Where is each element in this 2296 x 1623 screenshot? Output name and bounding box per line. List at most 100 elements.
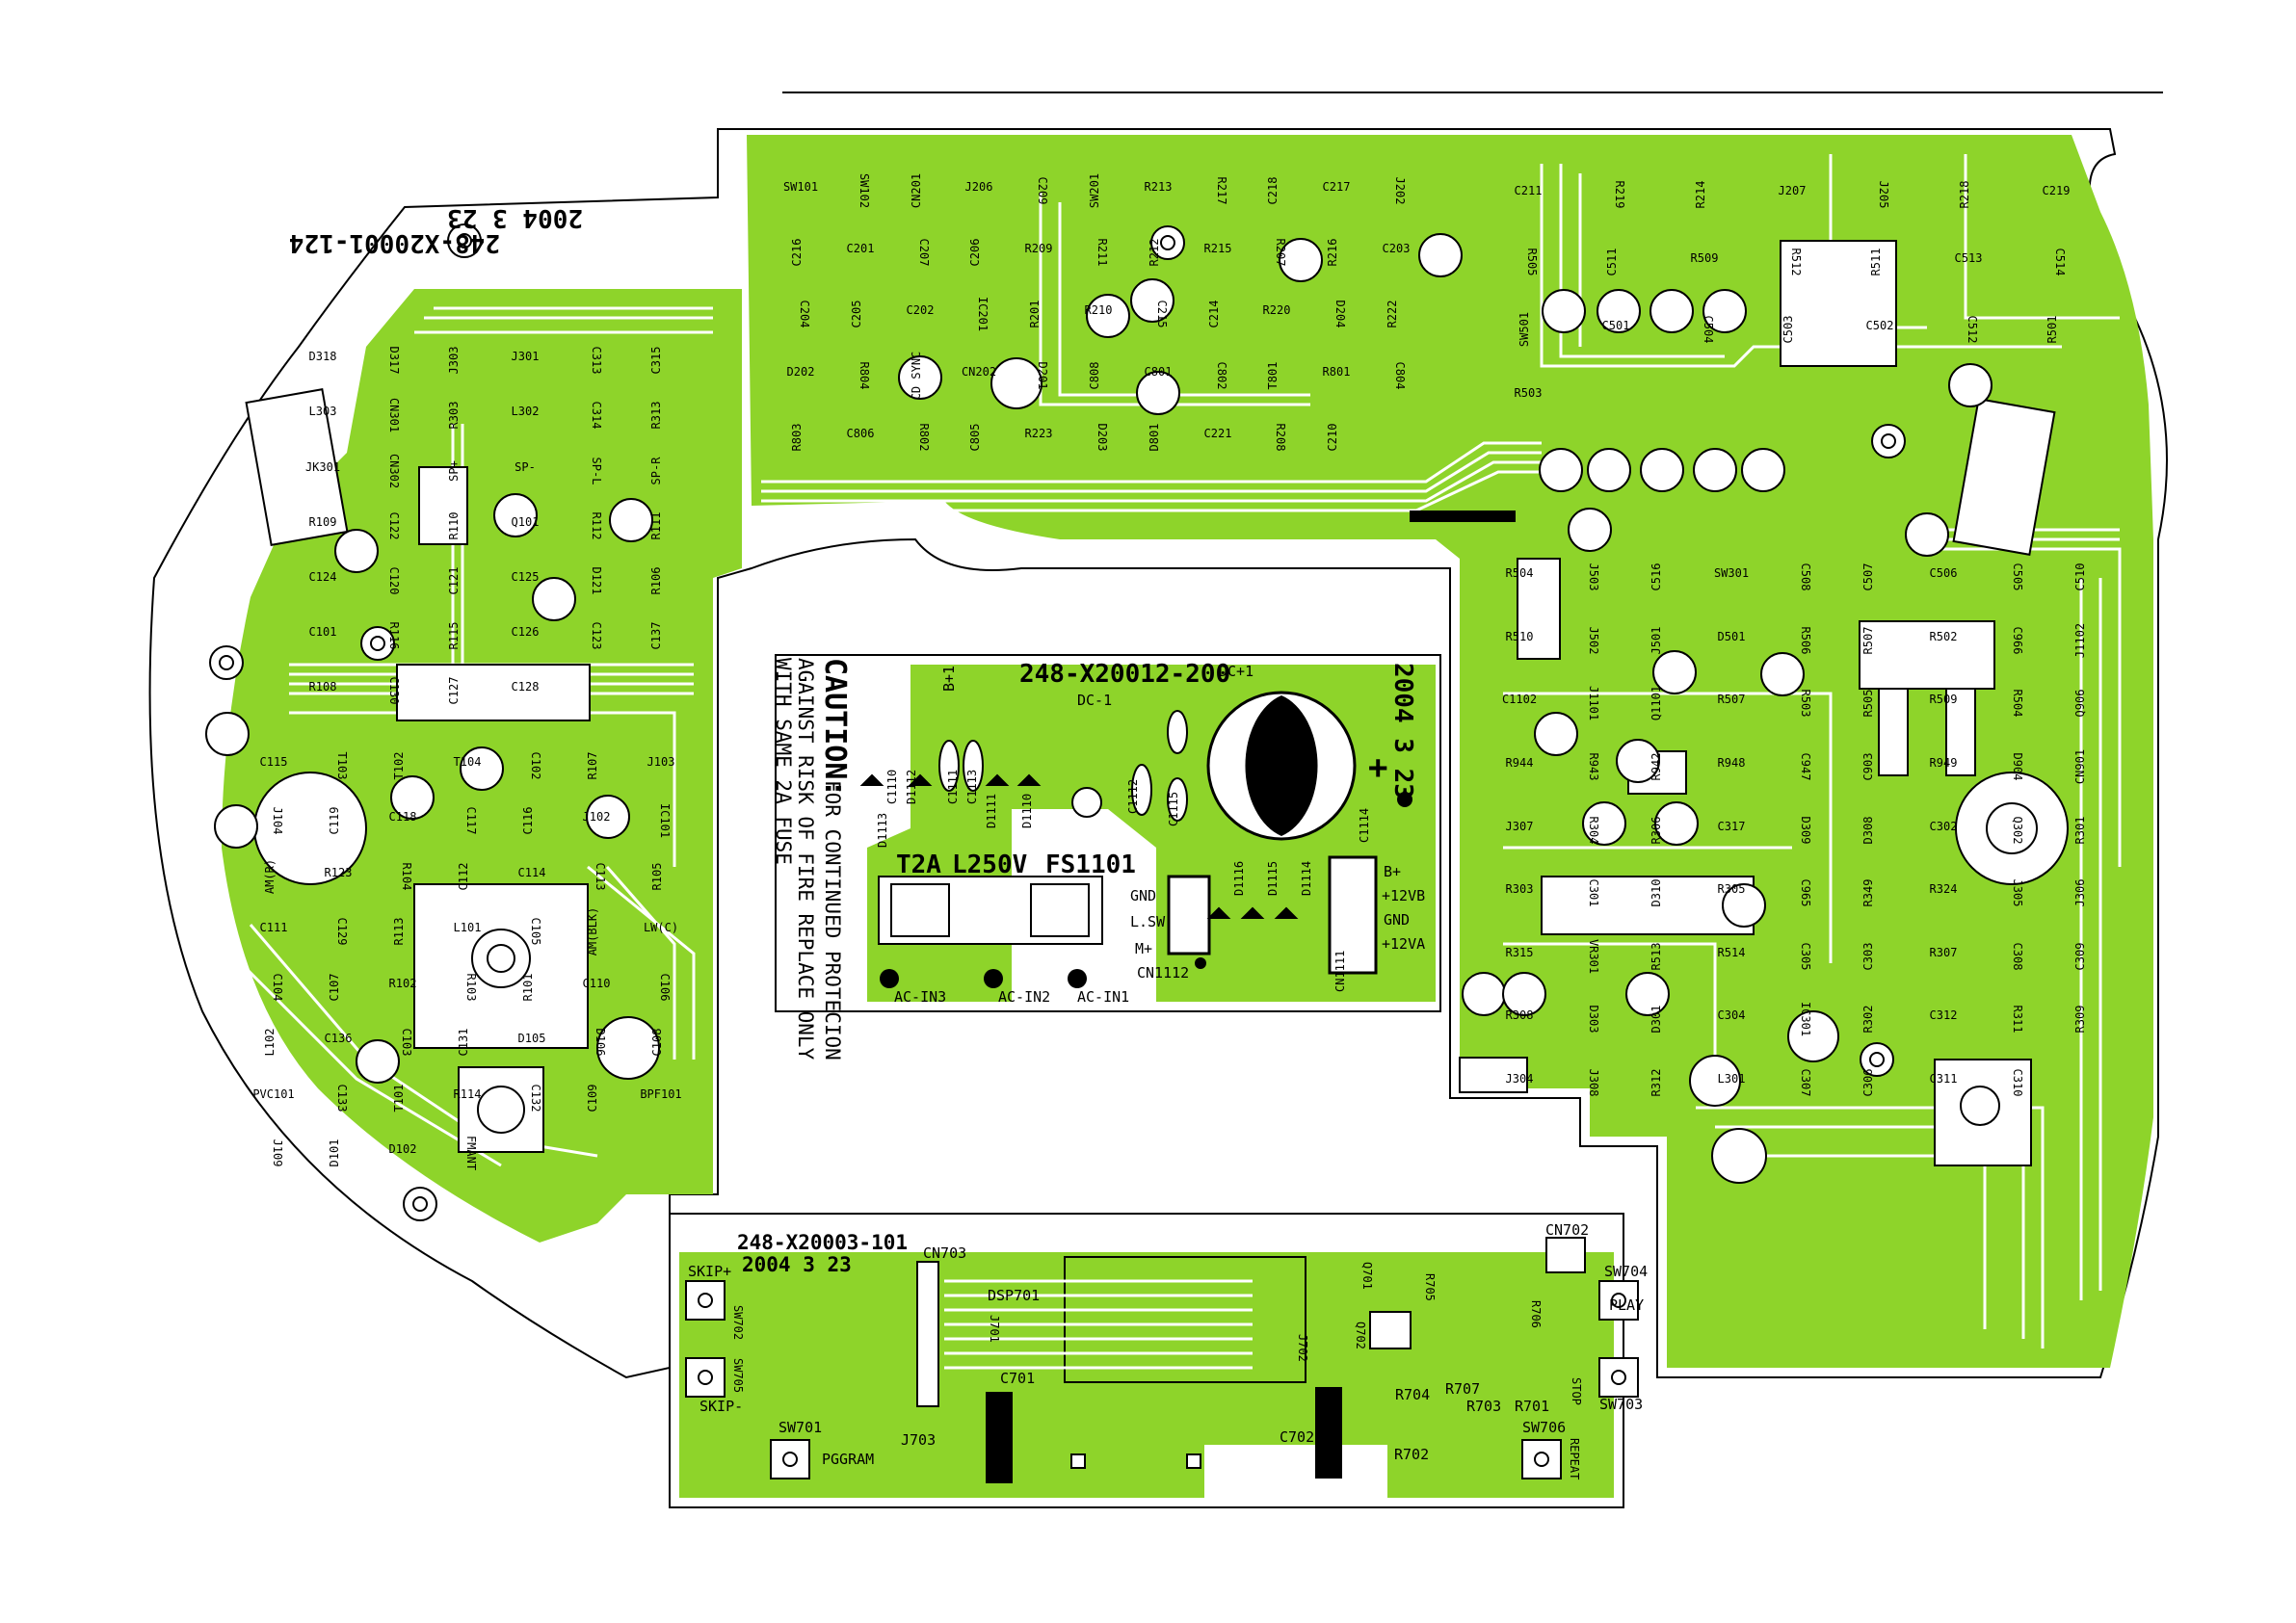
ref-label: J308 (1587, 1069, 1600, 1097)
ref-label: SP-L (590, 458, 603, 485)
ref-label: C306 (1861, 1069, 1875, 1097)
ref-label: C115 (260, 755, 288, 769)
ref-label: J103 (647, 755, 675, 769)
ref-label: R220 (1263, 303, 1291, 317)
ref-label: C309 (2073, 943, 2087, 971)
power-label-d1115: D1115 (1266, 861, 1280, 896)
ref-label: AM(R) (263, 859, 277, 894)
power-label-c1113: C1113 (965, 770, 979, 804)
power-label-cn1111: CN1111 (1333, 951, 1347, 992)
display-label-j701: J701 (988, 1315, 1001, 1343)
ref-label: D501 (1718, 630, 1746, 643)
ref-label: C106 (658, 974, 672, 1002)
ref-label: D301 (1649, 1006, 1663, 1034)
ref-label: T103 (335, 752, 349, 780)
ref-label: R208 (1274, 424, 1287, 452)
ref-label: AM(BLK) (586, 907, 599, 956)
fuse-rating-t2a: T2A (896, 851, 941, 879)
ref-label: R110 (447, 512, 461, 540)
power-plus-mark: + (1368, 748, 1387, 787)
ref-label: C804 (1393, 362, 1407, 390)
ref-label: J503 (1587, 563, 1600, 591)
display-label-pgram: PGGRAM (822, 1451, 874, 1468)
cap-c702 (1315, 1387, 1342, 1479)
power-label-c1115: C1115 (1167, 792, 1180, 826)
ref-label: D106 (594, 1029, 607, 1057)
connector-cn703 (916, 1261, 939, 1407)
connector-cn1111 (1328, 855, 1378, 975)
display-label-sw705: SW705 (731, 1358, 745, 1393)
ref-label: C205 (850, 301, 863, 328)
big-capacitor-fill (1245, 695, 1318, 836)
ref-label: J301 (512, 350, 540, 363)
ref-label: C308 (2011, 943, 2024, 971)
ref-label: C109 (586, 1085, 599, 1113)
ref-label: R115 (447, 622, 461, 650)
ref-label: CD SYNC (910, 352, 923, 401)
ref-label: SW101 (783, 180, 818, 194)
ref-label: C124 (309, 570, 337, 584)
ref-label: T102 (392, 752, 406, 780)
ref-label: R217 (1215, 177, 1228, 205)
ref-label: C121 (447, 567, 461, 595)
ref-label: C108 (650, 1029, 664, 1057)
ref-label: FMANT (464, 1136, 478, 1170)
ref-label: R109 (309, 515, 337, 529)
ref-label: D801 (1148, 424, 1161, 452)
fuse-fs1101 (878, 876, 1103, 945)
ref-label: R510 (1506, 630, 1534, 643)
ref-label: VR301 (1587, 939, 1600, 974)
ref-label: SP- (515, 460, 536, 474)
ref-label: R112 (590, 512, 603, 540)
ref-label: J502 (1587, 627, 1600, 655)
ref-label: C214 (1207, 301, 1221, 328)
ref-label: R504 (2011, 690, 2024, 718)
ref-label: C507 (1861, 563, 1875, 591)
power-label-c1114: C1114 (1358, 808, 1371, 843)
ref-label: R505 (1861, 690, 1875, 718)
ref-label: C510 (2073, 563, 2087, 591)
ref-label: C112 (457, 863, 470, 891)
ref-label: C123 (590, 622, 603, 650)
ref-label: C312 (1930, 1008, 1958, 1022)
ref-label: D317 (387, 347, 401, 375)
ref-label: R948 (1718, 756, 1746, 770)
ref-label: J205 (1877, 181, 1890, 209)
power-label-12va: +12VA (1382, 935, 1425, 953)
display-label-r704: R704 (1395, 1386, 1430, 1403)
ref-label: R101 (521, 974, 535, 1002)
ref-label: C136 (325, 1032, 353, 1045)
ref-label: C120 (387, 567, 401, 595)
ref-label: R506 (1799, 627, 1812, 655)
ref-label: R201 (1028, 301, 1042, 328)
power-hole (1071, 787, 1102, 818)
cap-c701 (986, 1392, 1013, 1483)
display-label-r701: R701 (1515, 1398, 1549, 1415)
ref-label: C203 (1383, 242, 1411, 255)
ref-label: J1102 (2073, 623, 2087, 658)
display-label-j702: J702 (1296, 1334, 1309, 1362)
ref-label: L301 (1718, 1072, 1746, 1086)
ref-label: C111 (260, 921, 288, 934)
main-board-part-number: 248-X20001-124 (289, 228, 500, 257)
ref-label: CN202 (962, 365, 996, 379)
ref-label: R218 (1958, 181, 1971, 209)
ref-label: D303 (1587, 1006, 1600, 1034)
main-board-labels: 248-X20001-124 2004 3 23 (289, 203, 583, 257)
ref-label: C511 (1605, 249, 1619, 276)
power-label-lsw: L.SW (1130, 913, 1166, 930)
ref-label: C303 (1861, 943, 1875, 971)
fuse-rating-l250v: L250V (952, 851, 1027, 879)
power-label-d1116: D1116 (1232, 861, 1246, 896)
ref-label: IC301 (1799, 1002, 1812, 1036)
ref-label: R305 (1718, 882, 1746, 896)
ref-label: R210 (1085, 303, 1113, 317)
ref-label: R302 (1861, 1006, 1875, 1034)
ref-label: C114 (518, 866, 546, 879)
ref-label: C101 (309, 625, 337, 639)
ref-label: C508 (1799, 563, 1812, 591)
ref-label: R104 (400, 863, 413, 891)
ref-label: J307 (1506, 820, 1534, 833)
ref-label: C503 (1781, 316, 1795, 344)
